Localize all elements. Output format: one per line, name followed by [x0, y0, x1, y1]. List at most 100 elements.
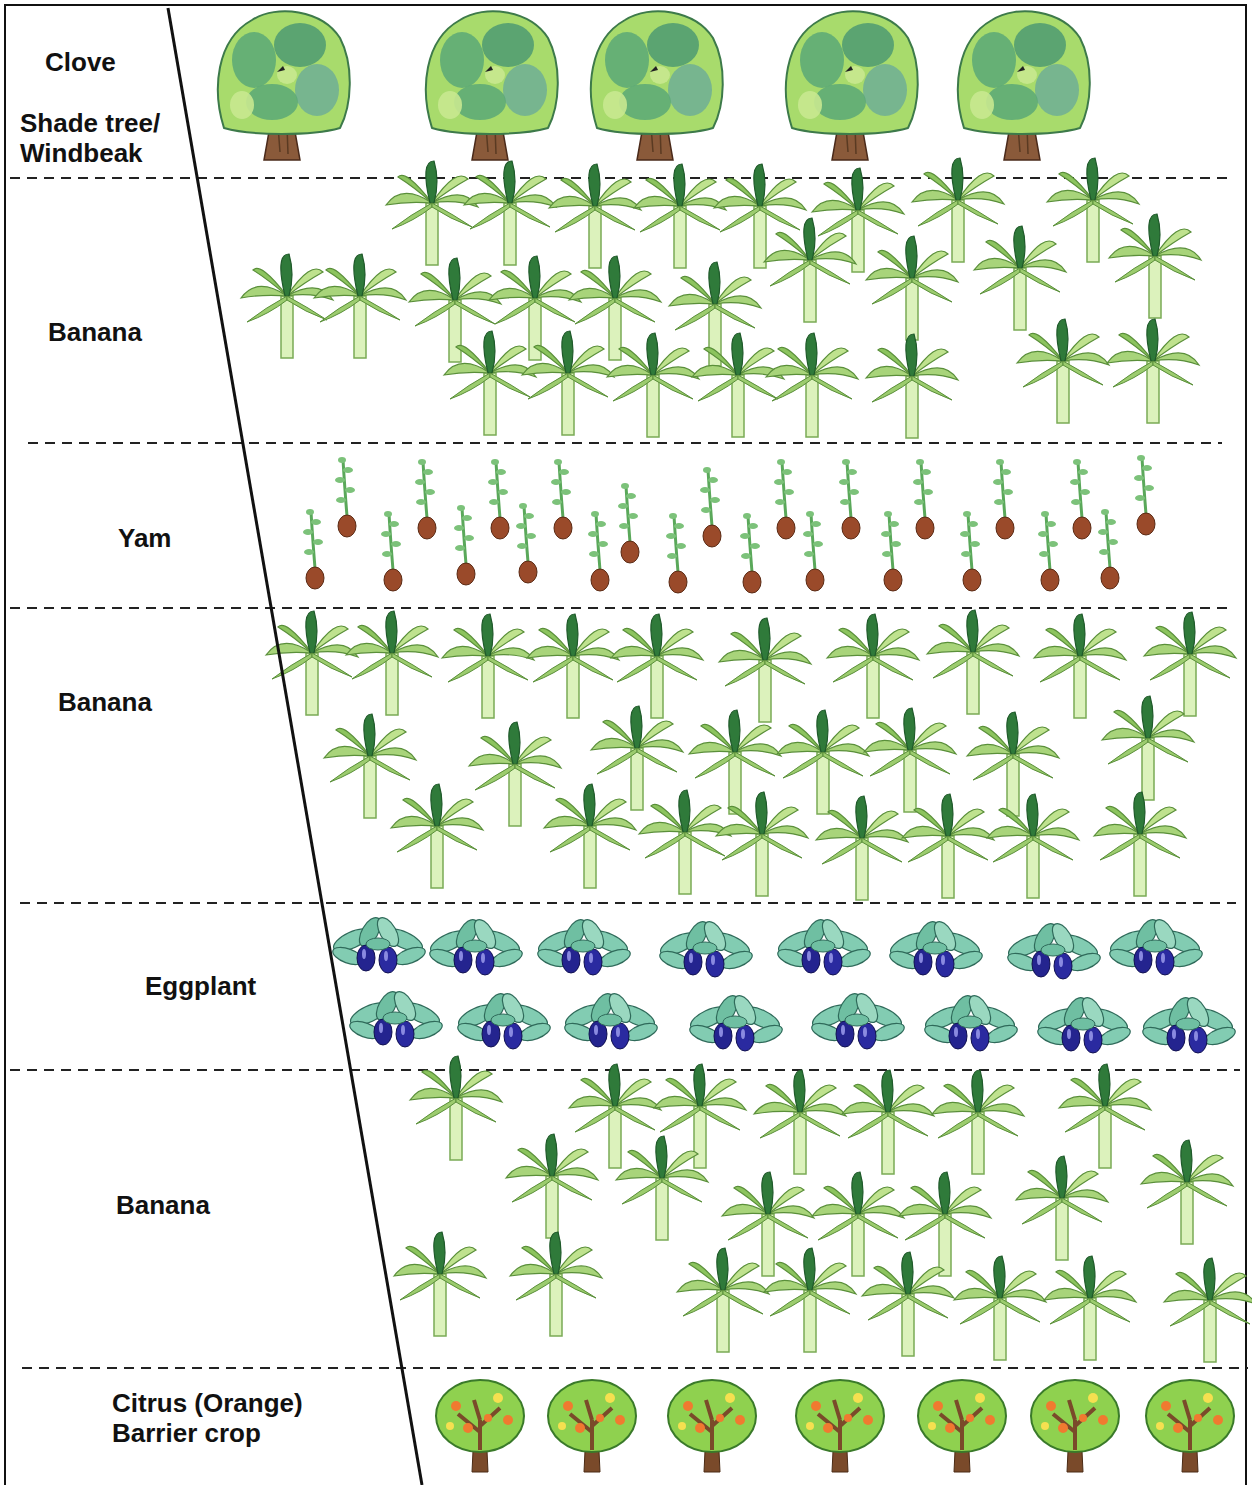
banana-plant	[324, 714, 416, 818]
banana-plant	[987, 794, 1079, 898]
crop-band: CloveShade tree/ Windbeak	[0, 0, 1252, 178]
banana-plant	[692, 333, 784, 437]
banana-plant	[314, 254, 406, 358]
eggplant-plant	[887, 918, 984, 977]
banana-plant	[866, 334, 958, 438]
banana-plant	[591, 706, 683, 810]
banana-plant	[469, 722, 561, 826]
banana-plant	[967, 712, 1059, 816]
frame	[5, 5, 1246, 1485]
crop-label: Shade tree/ Windbeak	[20, 108, 180, 168]
banana-plant	[1016, 1156, 1108, 1260]
eggplant-plant	[922, 992, 1019, 1051]
banana-plant	[410, 1056, 502, 1160]
eggplant-plant	[330, 914, 427, 973]
banana-plant	[677, 1248, 769, 1352]
eggplant-plant	[535, 916, 632, 975]
yam-plant	[335, 457, 356, 537]
slope-line	[168, 8, 422, 1485]
clove-tree	[786, 11, 918, 160]
banana-plant	[394, 1232, 486, 1336]
banana-plant	[899, 1172, 991, 1276]
banana-plant	[241, 254, 333, 358]
yam-plant	[993, 459, 1014, 539]
banana-plant	[719, 618, 811, 722]
eggplant-plant	[809, 990, 906, 1049]
banana-plant	[1044, 1256, 1136, 1360]
crop-band: Banana	[0, 1070, 1252, 1368]
banana-plant	[1017, 319, 1109, 423]
citrus-tree	[668, 1380, 756, 1472]
banana-plant	[1141, 1140, 1233, 1244]
yam-plant	[588, 511, 609, 591]
band-dividers	[10, 178, 1248, 1368]
crop-band: Yam	[0, 443, 1252, 608]
citrus-trees	[436, 1380, 1234, 1472]
banana-plant	[1094, 792, 1186, 896]
banana-plant	[634, 164, 726, 268]
crop-band: Banana	[0, 608, 1252, 903]
yam-plant	[1134, 455, 1155, 535]
yam-plants	[303, 455, 1155, 593]
banana-plant	[716, 792, 808, 896]
yam-plant	[303, 509, 324, 589]
banana-plant	[766, 333, 858, 437]
yam-plant	[740, 513, 761, 593]
citrus-tree	[1031, 1380, 1119, 1472]
banana-plant	[527, 614, 619, 718]
banana-plant	[1109, 214, 1201, 318]
yam-plant	[488, 459, 509, 539]
yam-plant	[1070, 459, 1091, 539]
banana-plant	[764, 218, 856, 322]
citrus-tree	[436, 1380, 524, 1472]
divider	[10, 607, 1228, 609]
clove-tree	[591, 11, 723, 160]
eggplant-plant	[657, 918, 754, 977]
banana-plant	[611, 614, 703, 718]
banana-plant	[954, 1256, 1046, 1360]
banana-plant	[522, 331, 614, 435]
eggplant-plant	[687, 992, 784, 1051]
eggplant-plant	[775, 916, 872, 975]
clove-trees	[218, 11, 1090, 160]
banana-plant	[639, 790, 731, 894]
yam-plant	[960, 511, 981, 591]
divider	[20, 902, 1236, 904]
banana-plant	[812, 1172, 904, 1276]
citrus-tree	[918, 1380, 1006, 1472]
yam-plant	[516, 503, 537, 583]
banana-plant	[444, 331, 536, 435]
banana-plant	[654, 1064, 746, 1168]
yam-plant	[913, 459, 934, 539]
banana-plant	[442, 614, 534, 718]
banana-plant	[544, 784, 636, 888]
divider	[10, 177, 1228, 179]
crop-label: Eggplant	[145, 971, 256, 1001]
crop-band: Eggplant	[0, 903, 1252, 1070]
clove-tree	[958, 11, 1090, 160]
banana-plant	[1059, 1064, 1151, 1168]
banana-plant	[510, 1232, 602, 1336]
yam-plant	[774, 459, 795, 539]
banana-plant	[974, 226, 1066, 330]
eggplant-plant	[1140, 994, 1237, 1053]
crop-label: Clove	[45, 47, 116, 77]
banana-plant	[864, 708, 956, 812]
banana-plant	[866, 236, 958, 340]
banana-plant	[777, 710, 869, 814]
banana-plant	[616, 1136, 708, 1240]
banana-plant	[689, 710, 781, 814]
crop-label: Yam	[118, 523, 172, 553]
banana-plant	[1107, 319, 1199, 423]
yam-plant	[1038, 511, 1059, 591]
divider	[10, 1069, 1240, 1071]
banana-plant	[862, 1252, 954, 1356]
banana-plant	[549, 164, 641, 268]
crop-band: Banana	[0, 178, 1252, 443]
eggplant-plant	[1035, 994, 1132, 1053]
banana-plant	[902, 794, 994, 898]
crop-label: Banana	[58, 687, 152, 717]
banana-plant	[464, 161, 556, 265]
citrus-tree	[1146, 1380, 1234, 1472]
